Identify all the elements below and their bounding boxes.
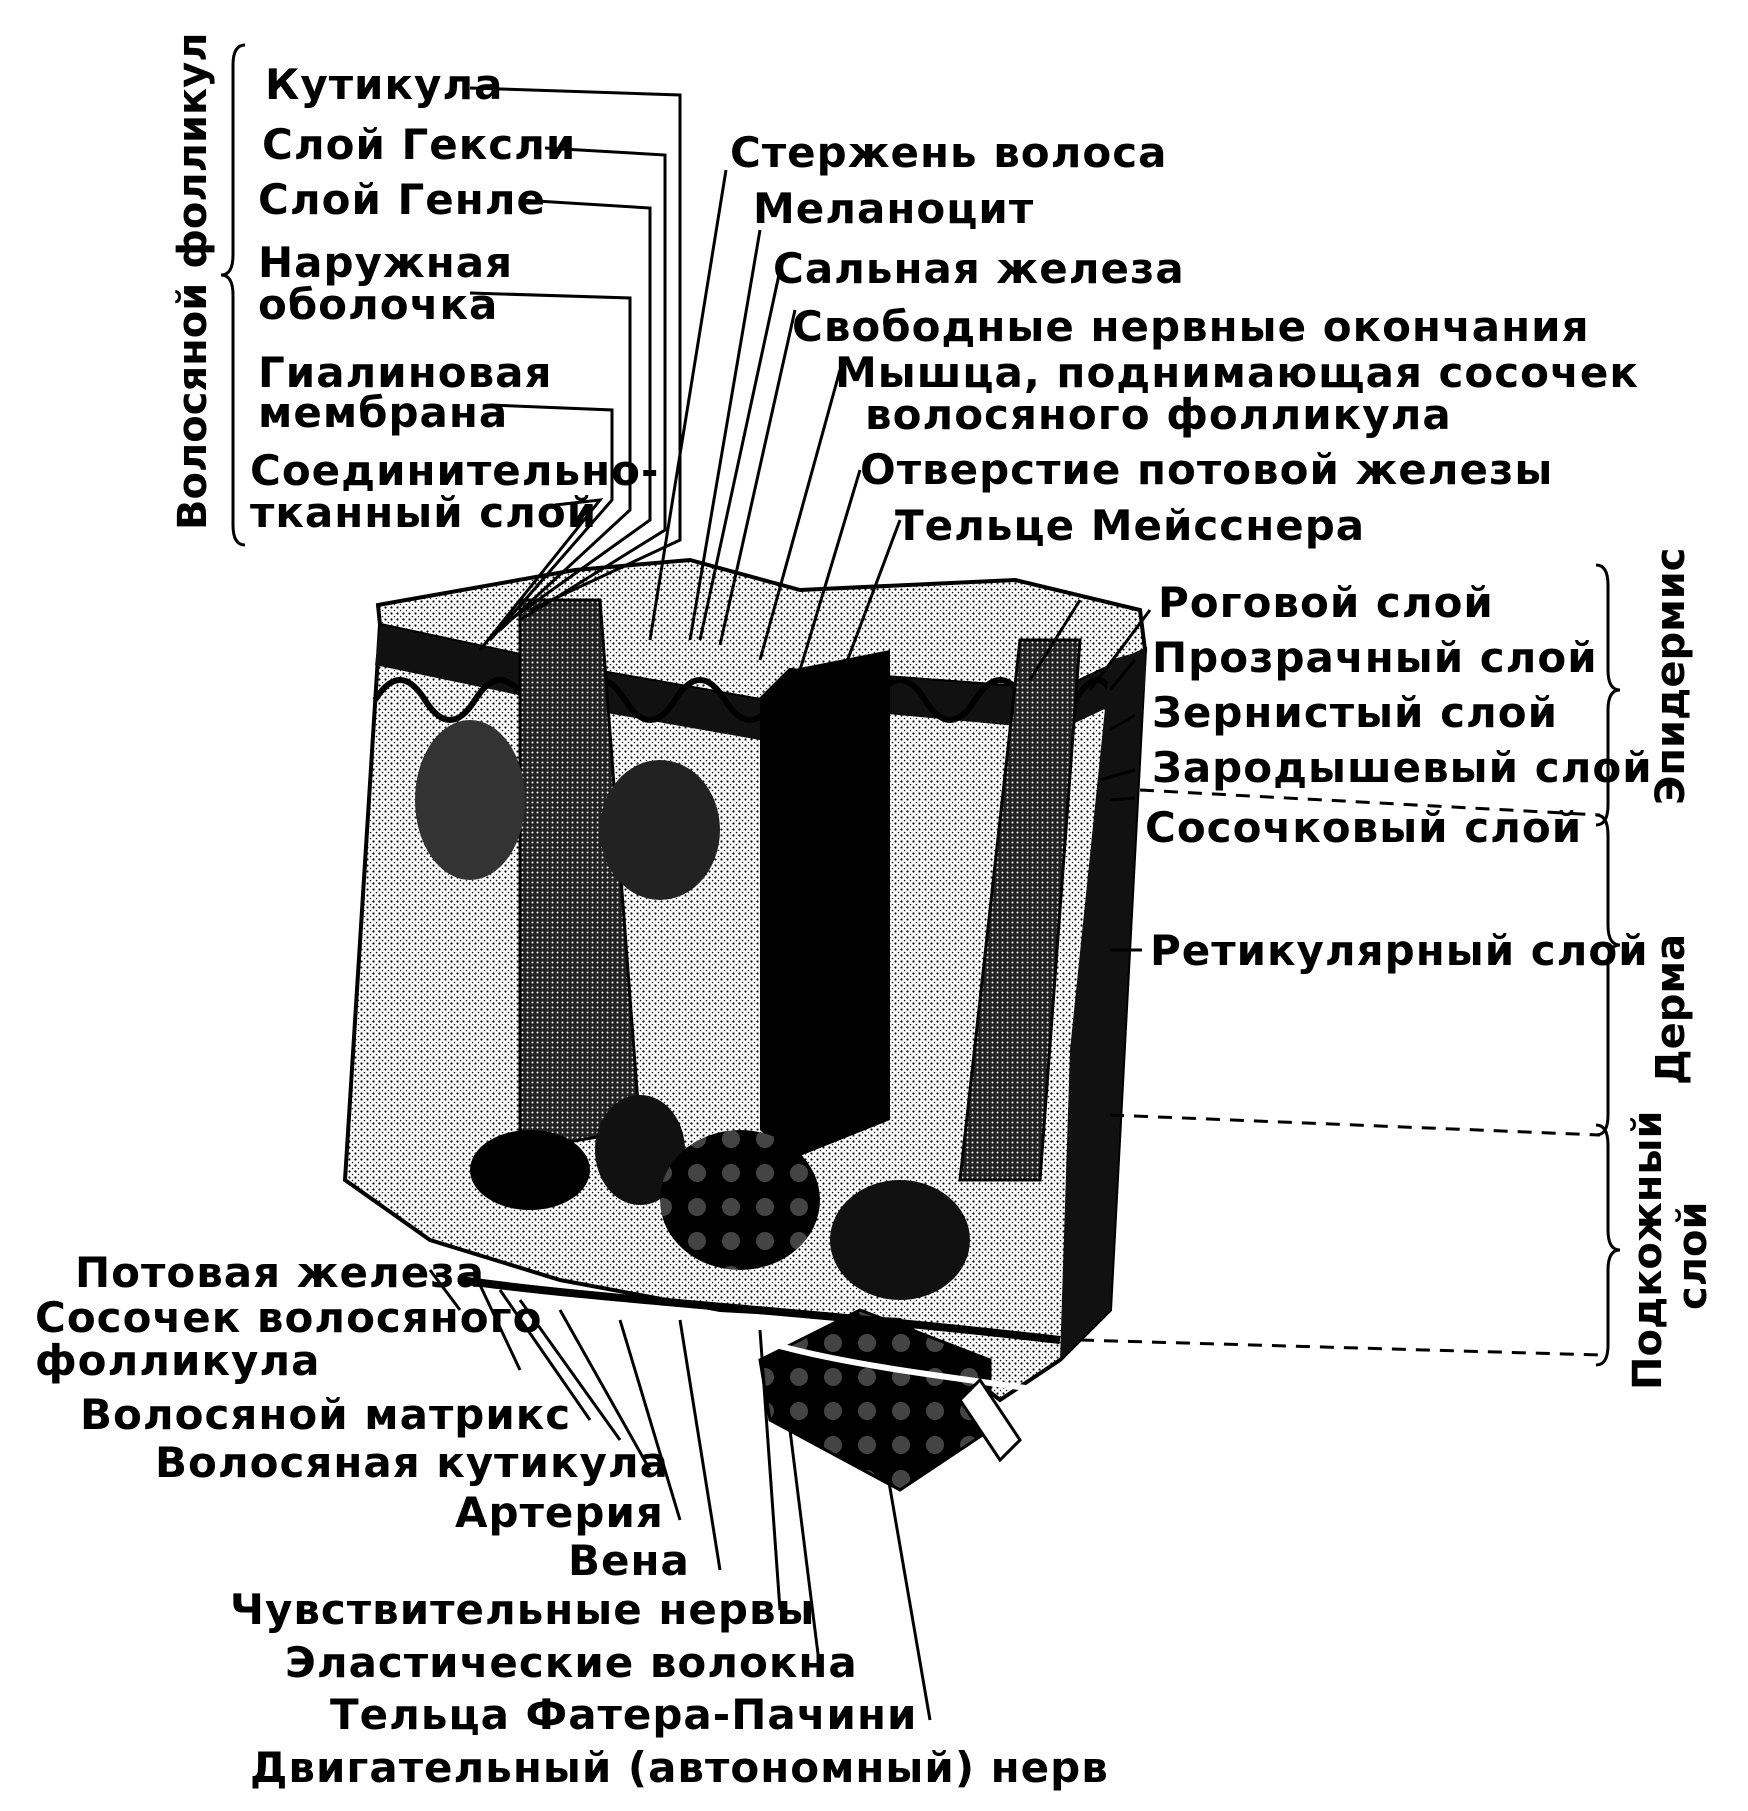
label-cuticle: Кутикула [265, 60, 504, 109]
label-hair-matrix: Волосяной матрикс [80, 1390, 572, 1439]
label-melanocyte: Меланоцит [753, 184, 1035, 233]
label-sensory-nerves: Чувствительные нервы [230, 1585, 816, 1634]
label-sebaceous-gland: Сальная железа [773, 244, 1185, 293]
follicle-group-label: Волосяной фолликул [170, 32, 216, 530]
boundary-dashes [1079, 788, 1601, 1357]
label-henle-layer: Слой Генле [258, 175, 547, 224]
label-outer-sheath-2: оболочка [258, 280, 499, 329]
label-vein: Вена [568, 1536, 690, 1585]
label-hair-papilla-1: Сосочек волосяного [35, 1293, 543, 1342]
label-stratum-lucidum: Прозрачный слой [1152, 633, 1598, 682]
label-sweat-pore: Отверстие потовой железы [860, 445, 1554, 494]
epidermis-band [375, 625, 1145, 740]
label-arrector-muscle-2: волосяного фолликула [865, 390, 1452, 439]
leader-lines [428, 86, 1152, 1721]
hair-follicle-right [958, 638, 1082, 1182]
label-hyaline-membrane-2: мембрана [258, 388, 509, 437]
label-stratum-corneum: Роговой слой [1158, 578, 1494, 627]
label-stratum-basale: Зародышевый слой [1152, 743, 1653, 792]
label-hair-shaft: Стержень волоса [730, 128, 1168, 177]
fat-lobule-1 [660, 1130, 820, 1270]
label-connective-layer-2: тканный слой [250, 488, 598, 537]
sweat-gland-coil [470, 1130, 590, 1210]
label-artery: Артерия [455, 1488, 664, 1537]
label-hyaline-membrane-1: Гиалиновая [258, 348, 553, 397]
label-connective-layer-1: Соединительно- [250, 446, 660, 495]
hypodermis-group-label-2: слой [1670, 1201, 1716, 1310]
label-free-nerve-endings: Свободные нервные окончания [792, 302, 1590, 351]
follicle-bulb [595, 1095, 685, 1205]
label-huxley-layer: Слой Гексли [262, 120, 577, 169]
hypodermis-bracket [1595, 1123, 1621, 1367]
cut-section-dark [760, 650, 890, 1160]
label-pacinian-corpuscles: Тельца Фатера-Пачини [330, 1690, 918, 1739]
sebaceous-gland-2 [600, 760, 720, 900]
label-meissner-corpuscle: Тельце Мейсснера [895, 501, 1366, 550]
label-hair-papilla-2: фолликула [35, 1336, 321, 1385]
papillary-layer-line [372, 677, 1118, 723]
label-reticular-layer: Ретикулярный слой [1150, 926, 1649, 975]
follicle-bracket [220, 43, 246, 547]
fat-lobule-2 [830, 1180, 970, 1300]
label-outer-sheath-1: Наружная [258, 238, 514, 287]
brackets [220, 43, 1621, 1367]
epidermis-bracket [1595, 563, 1621, 827]
label-stratum-granulosum: Зернистый слой [1152, 688, 1559, 737]
sebaceous-gland-1 [415, 720, 525, 880]
label-papillary-layer: Сосочковый слой [1145, 803, 1583, 852]
dermis-group-label: Дерма [1648, 933, 1694, 1085]
right-edge-dark [1060, 650, 1145, 1360]
label-hair-cuticle: Волосяная кутикула [155, 1438, 669, 1487]
label-arrector-muscle-1: Мышца, поднимающая сосочек [835, 348, 1639, 397]
vessel-bundle [459, 1276, 1061, 1344]
label-motor-nerve: Двигательный (автономный) нерв [250, 1743, 1109, 1792]
vessel-bundle-2 [698, 1317, 1041, 1393]
label-elastic-fibers: Эластические волокна [285, 1638, 858, 1687]
dermis-bracket [1595, 813, 1621, 1137]
label-sweat-gland: Потовая железа [75, 1248, 485, 1297]
epidermis-group-label: Эпидермис [1648, 547, 1694, 805]
hypodermis-group-label-1: Подкожный [1625, 1110, 1671, 1390]
nerve-stub [958, 1377, 1022, 1463]
